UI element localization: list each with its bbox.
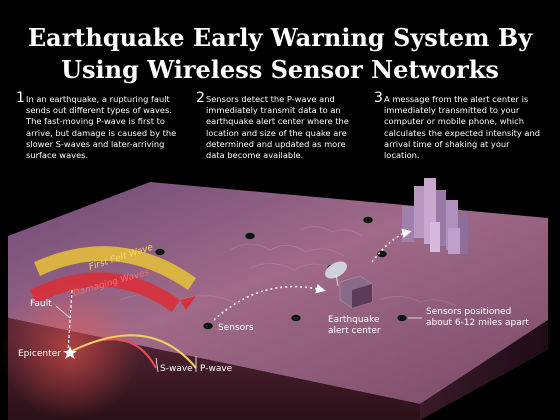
page-title: Earthquake Early Warning System By Using… (0, 22, 560, 86)
sensor-icon (396, 314, 408, 322)
terrain-mountains (119, 226, 457, 307)
step-description: A message from the alert center is immed… (384, 94, 541, 161)
s-wave-label: S-wave (160, 364, 193, 374)
alert-center-label-line1: Earthquake (328, 315, 380, 325)
sensor-icon (244, 232, 256, 240)
sensor-icon (154, 248, 166, 256)
damaging-wave-band (30, 272, 180, 312)
first-felt-wave-band (34, 246, 196, 290)
title-line-2: Using Wireless Sensor Networks (61, 55, 499, 84)
title-line-1: Earthquake Early Warning System By (27, 23, 533, 52)
alert-center-building-icon (325, 261, 373, 309)
sensor-icon (362, 216, 374, 224)
fault-line (67, 289, 73, 353)
p-wave-front (69, 334, 197, 369)
sensors-positioned-label-line2: about 6-12 miles apart (426, 318, 529, 328)
fault-label: Fault (30, 299, 52, 309)
sensor-icon (202, 322, 214, 330)
alert-center-label-line2: alert center (328, 326, 381, 336)
step-description: In an earthquake, a rupturing fault send… (26, 94, 177, 161)
sensors-positioned-label-line1: Sensors positioned (426, 307, 511, 317)
terrain-side-face (420, 320, 548, 420)
step-number: 1 (16, 90, 25, 106)
s-wave-tick (155, 357, 159, 373)
epicenter-label: Epicenter (18, 349, 61, 359)
fault-leader-line (55, 305, 71, 319)
sensors-label: Sensors (218, 323, 254, 333)
step-number: 3 (374, 90, 383, 106)
step-description: Sensors detect the P-wave and immediatel… (206, 94, 349, 161)
epicenter-star-icon (63, 346, 77, 359)
transmission-arrow-center-to-city (371, 228, 412, 263)
damaging-wave-arrow (180, 296, 196, 310)
step-number: 2 (196, 90, 205, 106)
sensor-icon (290, 314, 302, 322)
p-wave-label: P-wave (200, 364, 233, 374)
